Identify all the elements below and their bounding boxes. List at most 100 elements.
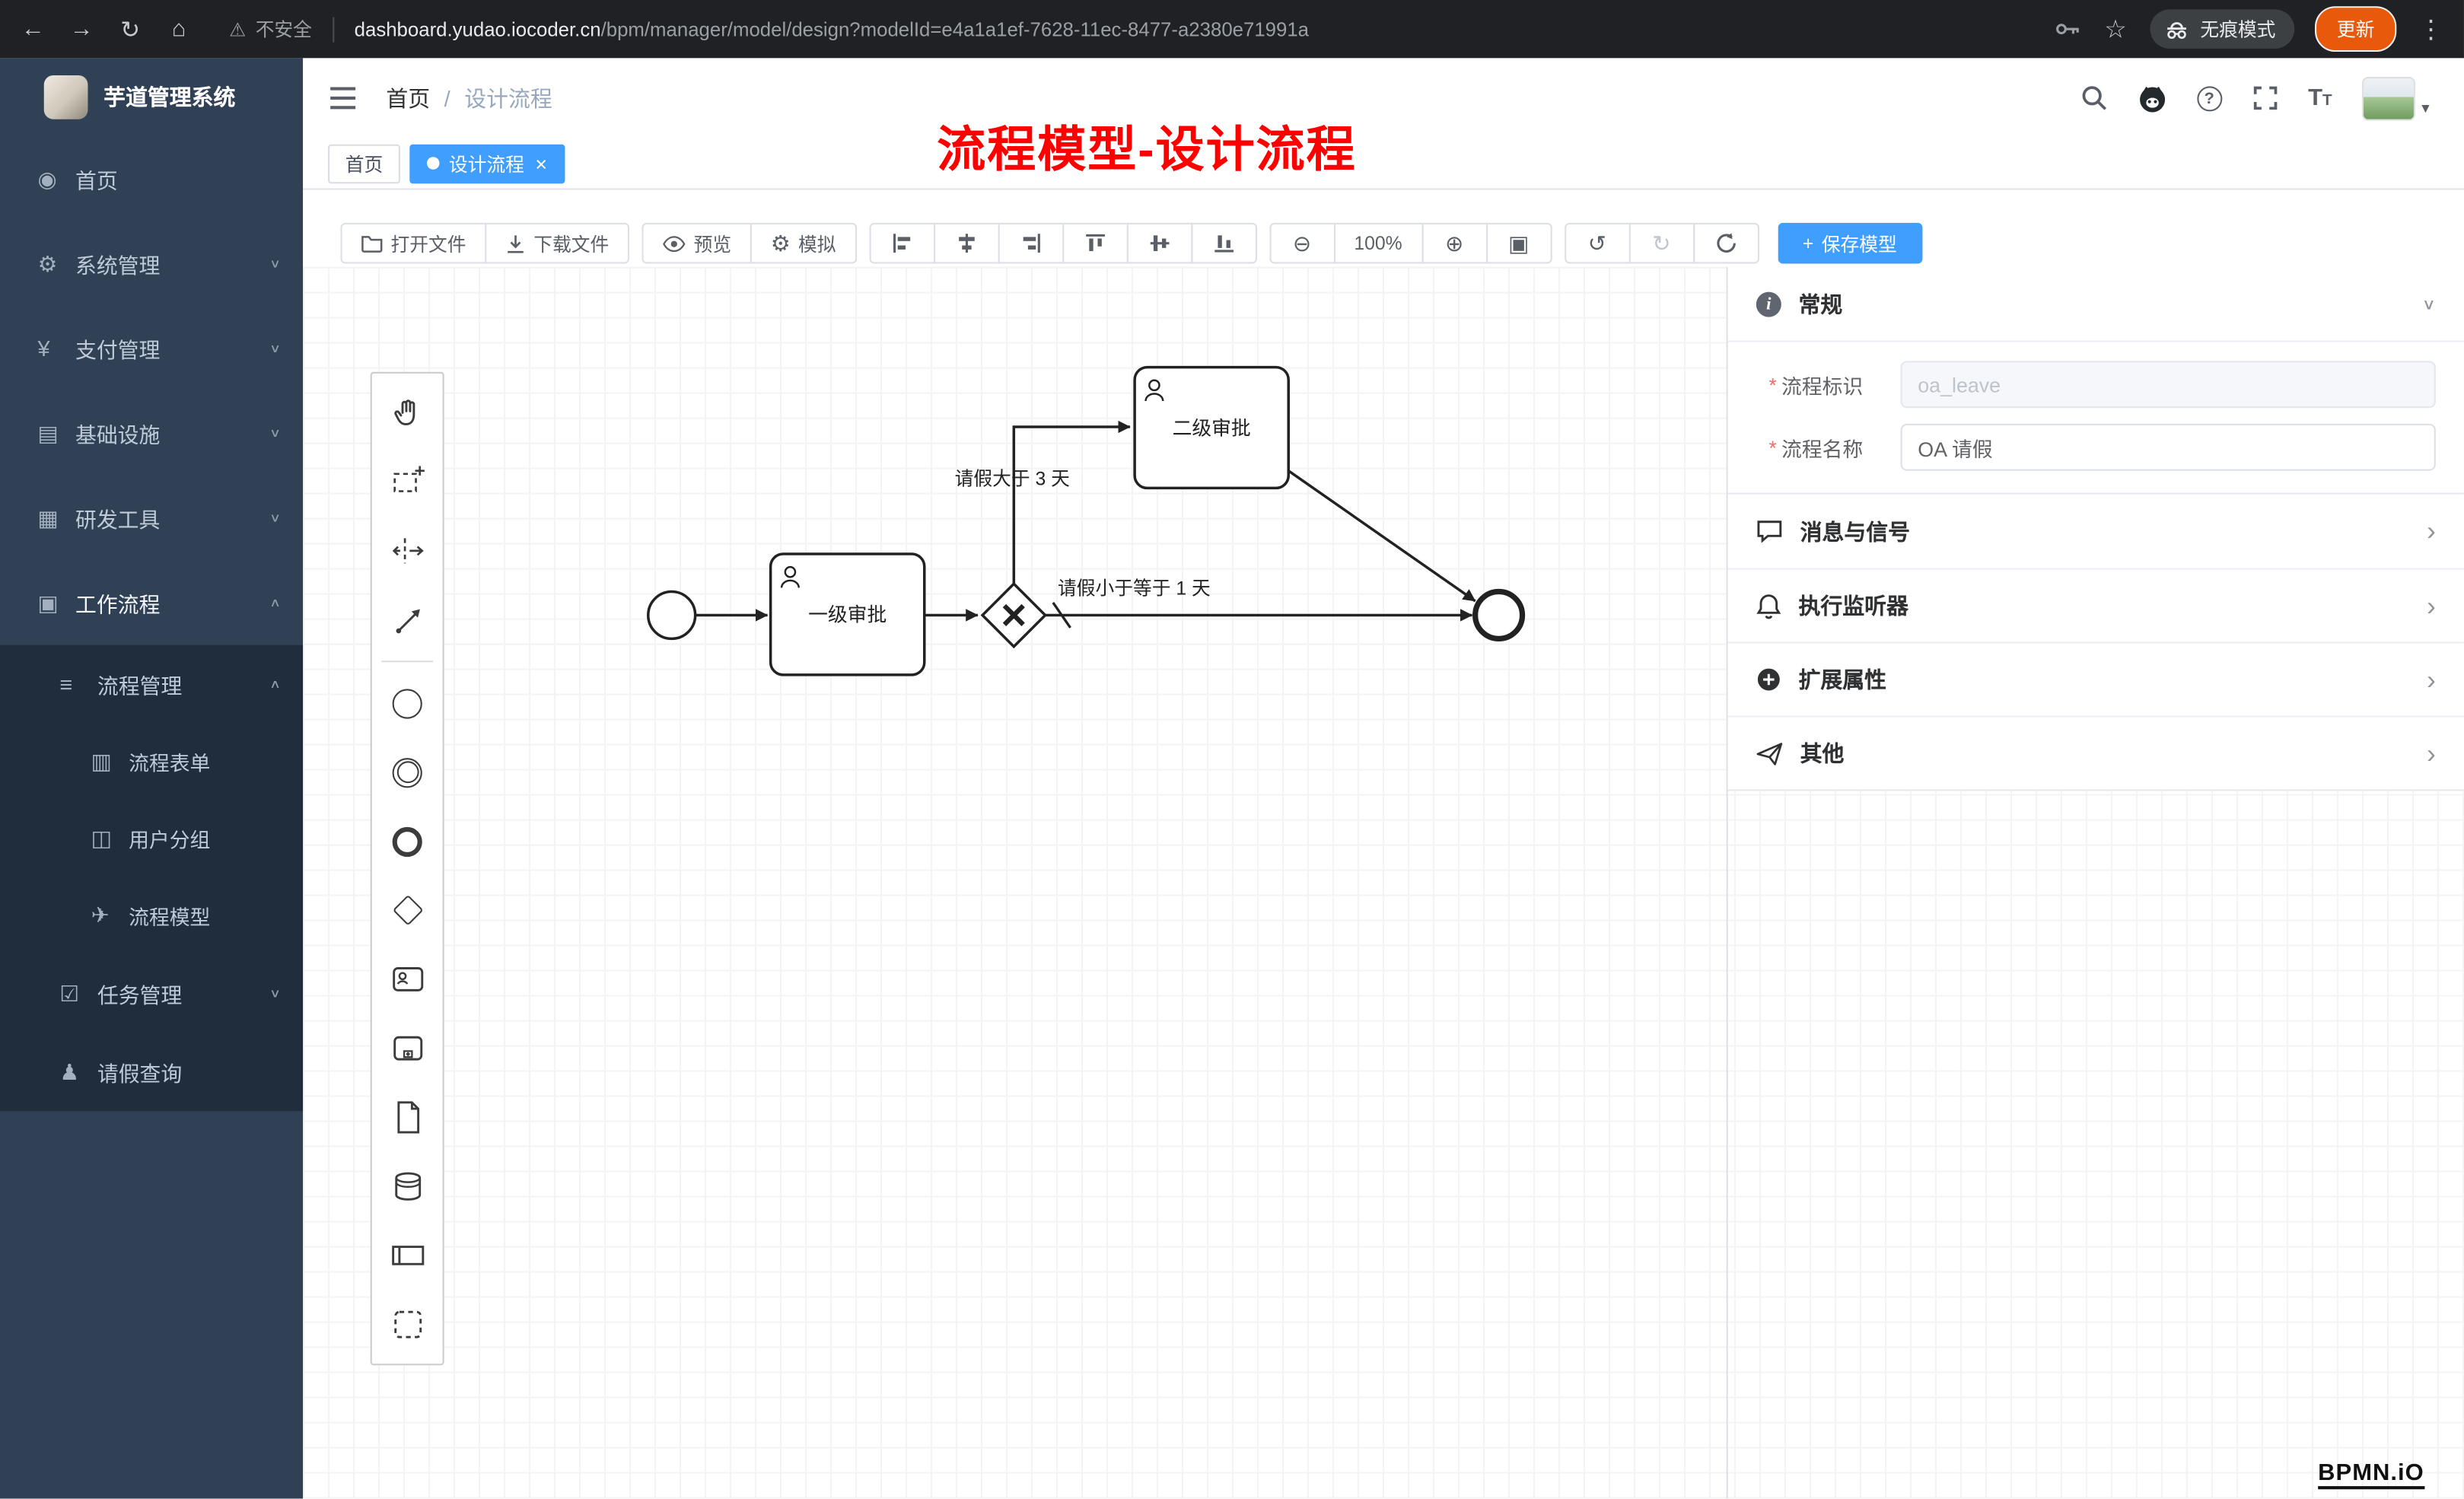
section-other[interactable]: 其他 › — [1727, 715, 2464, 790]
download-file-button[interactable]: 下载文件 — [485, 222, 630, 264]
sidebar-item-process-form[interactable]: ▥ 流程表单 — [0, 724, 303, 800]
align-center-button[interactable] — [933, 222, 999, 264]
zoom-reset-button[interactable]: ▣ — [1485, 222, 1552, 264]
align-right-button[interactable] — [997, 222, 1064, 264]
create-data-store-icon[interactable] — [372, 1152, 443, 1221]
lasso-tool-icon[interactable] — [372, 447, 443, 517]
breadcrumb: 首页 / 设计流程 — [386, 82, 552, 113]
section-title: 扩展属性 — [1798, 667, 1887, 692]
back-icon[interactable]: ← — [21, 15, 45, 43]
tools-icon: ▦ — [37, 504, 59, 530]
help-icon[interactable]: ? — [2196, 85, 2222, 111]
redo-button[interactable]: ↻ — [1628, 222, 1695, 264]
align-top-button[interactable] — [1062, 222, 1129, 264]
security-indicator[interactable]: ⚠ 不安全 — [229, 16, 312, 43]
restart-button[interactable] — [1692, 222, 1759, 264]
github-icon[interactable] — [2137, 84, 2166, 112]
undo-button[interactable]: ↺ — [1564, 222, 1631, 264]
browser-menu-icon[interactable]: ⋮ — [2418, 16, 2444, 43]
header-actions: ? T T ▾ — [2080, 76, 2430, 120]
sidebar-item-user-group[interactable]: ◫ 用户分组 — [0, 800, 303, 877]
zoom-level[interactable]: 100% — [1333, 222, 1423, 264]
process-key-input[interactable] — [1900, 361, 2436, 409]
required-asterisk: * — [1768, 372, 1777, 396]
browser-actions: ☆ 无痕模式 更新 ⋮ — [2055, 6, 2446, 53]
file-button-group: 打开文件 下载文件 — [340, 222, 630, 264]
update-button[interactable]: 更新 — [2315, 6, 2397, 53]
zoom-in-button[interactable]: ⊕ — [1421, 222, 1488, 264]
sidebar-item-system[interactable]: ⚙ 系统管理 ∨ — [0, 221, 303, 306]
bpmn-io-watermark[interactable]: BPMN.iO — [2318, 1459, 2424, 1490]
align-bottom-button[interactable] — [1190, 222, 1257, 264]
sidebar-item-devtools[interactable]: ▦ 研发工具 ∨ — [0, 476, 303, 560]
chevron-down-icon: ∨ — [269, 342, 282, 355]
breadcrumb-home[interactable]: 首页 — [386, 85, 431, 111]
global-connect-tool-icon[interactable] — [372, 585, 443, 654]
sidebar-item-home[interactable]: ◉ 首页 — [0, 136, 303, 221]
forward-icon[interactable]: → — [69, 15, 94, 43]
sidebar-collapse-icon[interactable] — [328, 84, 358, 111]
create-user-task-icon[interactable] — [372, 945, 443, 1014]
preview-button[interactable]: 预览 — [641, 222, 752, 264]
key-icon[interactable] — [2055, 18, 2081, 41]
section-execution-listener[interactable]: 执行监听器 › — [1727, 568, 2464, 642]
save-model-button[interactable]: + 保存模型 — [1777, 222, 1922, 264]
hand-tool-icon[interactable] — [372, 378, 443, 447]
sidebar-item-leave-query[interactable]: ♟ 请假查询 — [0, 1033, 303, 1111]
align-middle-button[interactable] — [1126, 222, 1192, 264]
address-bar[interactable]: dashboard.yudao.iocoder.cn /bpm/manager/… — [355, 18, 2034, 40]
user-task-icon — [784, 565, 797, 578]
fullscreen-icon[interactable] — [2252, 84, 2278, 111]
flow-gateway-to-task2[interactable] — [1012, 420, 1131, 584]
tab-home[interactable]: 首页 — [328, 143, 400, 183]
sidebar-item-workflow[interactable]: ▣ 工作流程 ∧ — [0, 560, 303, 644]
flow-task2-to-end[interactable] — [1288, 469, 1476, 603]
app-logo-row[interactable]: 芋道管理系统 — [0, 58, 303, 136]
sidebar-item-payment[interactable]: ¥ 支付管理 ∨ — [0, 306, 303, 390]
user-avatar-menu[interactable]: ▾ — [2361, 76, 2430, 120]
end-event[interactable] — [1472, 588, 1526, 642]
sidebar-item-task-management[interactable]: ☑ 任务管理 ∨ — [0, 954, 303, 1033]
search-icon[interactable] — [2080, 84, 2107, 111]
sidebar-item-label: 基础设施 — [75, 423, 161, 447]
sidebar: 芋道管理系统 ◉ 首页 ⚙ 系统管理 ∨ ¥ 支付管理 ∨ ▤ 基础设施 ∨ ▦… — [0, 58, 304, 1499]
history-button-group: ↺ ↻ — [1564, 222, 1759, 264]
create-intermediate-event-icon[interactable] — [372, 737, 443, 807]
task-first-approval[interactable] — [769, 552, 926, 676]
create-end-event-icon[interactable] — [372, 807, 443, 876]
section-message-signal[interactable]: 消息与信号 › — [1727, 494, 2464, 568]
tab-design-process[interactable]: 设计流程 × — [409, 143, 565, 183]
create-group-icon[interactable] — [372, 1290, 443, 1359]
zoom-out-button[interactable]: ⊖ — [1269, 222, 1335, 264]
font-size-icon[interactable]: T T — [2308, 86, 2332, 110]
section-general-header[interactable]: i 常规 ∨ — [1727, 266, 2464, 341]
zoom-in-icon: ⊕ — [1444, 231, 1464, 256]
bpmn-canvas[interactable]: 一级审批 二级审批 请假大于 3 天 请假小于等于 1 天 — [303, 266, 2464, 1499]
align-left-button[interactable] — [868, 222, 935, 264]
close-icon[interactable]: × — [535, 151, 548, 175]
simulate-button[interactable]: ⚙ 模拟 — [750, 222, 857, 264]
create-data-object-icon[interactable] — [372, 1083, 443, 1152]
sidebar-item-process-model[interactable]: ✈ 流程模型 — [0, 877, 303, 954]
home-icon[interactable]: ⌂ — [171, 15, 186, 43]
sidebar-item-process-management[interactable]: ≡ 流程管理 ∧ — [0, 645, 303, 724]
start-event[interactable] — [647, 590, 697, 641]
fit-viewport-icon: ▣ — [1507, 231, 1530, 256]
section-extended-properties[interactable]: 扩展属性 › — [1727, 641, 2464, 716]
bookmark-star-icon[interactable]: ☆ — [2104, 16, 2127, 43]
align-button-group — [868, 222, 1257, 264]
create-subprocess-icon[interactable] — [372, 1014, 443, 1083]
create-start-event-icon[interactable] — [372, 669, 443, 738]
open-file-button[interactable]: 打开文件 — [340, 222, 487, 264]
message-icon — [1757, 520, 1782, 543]
create-participant-icon[interactable] — [372, 1221, 443, 1291]
reload-icon[interactable]: ↻ — [120, 16, 141, 43]
task-second-approval[interactable] — [1133, 365, 1290, 490]
chevron-right-icon: › — [2427, 664, 2436, 695]
space-tool-icon[interactable] — [372, 517, 443, 586]
annotation-text: 流程模型-设计流程 — [937, 122, 1357, 178]
task2-label: 二级审批 — [1173, 417, 1251, 439]
process-name-input[interactable] — [1900, 423, 2436, 471]
sidebar-item-infra[interactable]: ▤ 基础设施 ∨ — [0, 391, 303, 476]
create-gateway-icon[interactable] — [372, 876, 443, 945]
